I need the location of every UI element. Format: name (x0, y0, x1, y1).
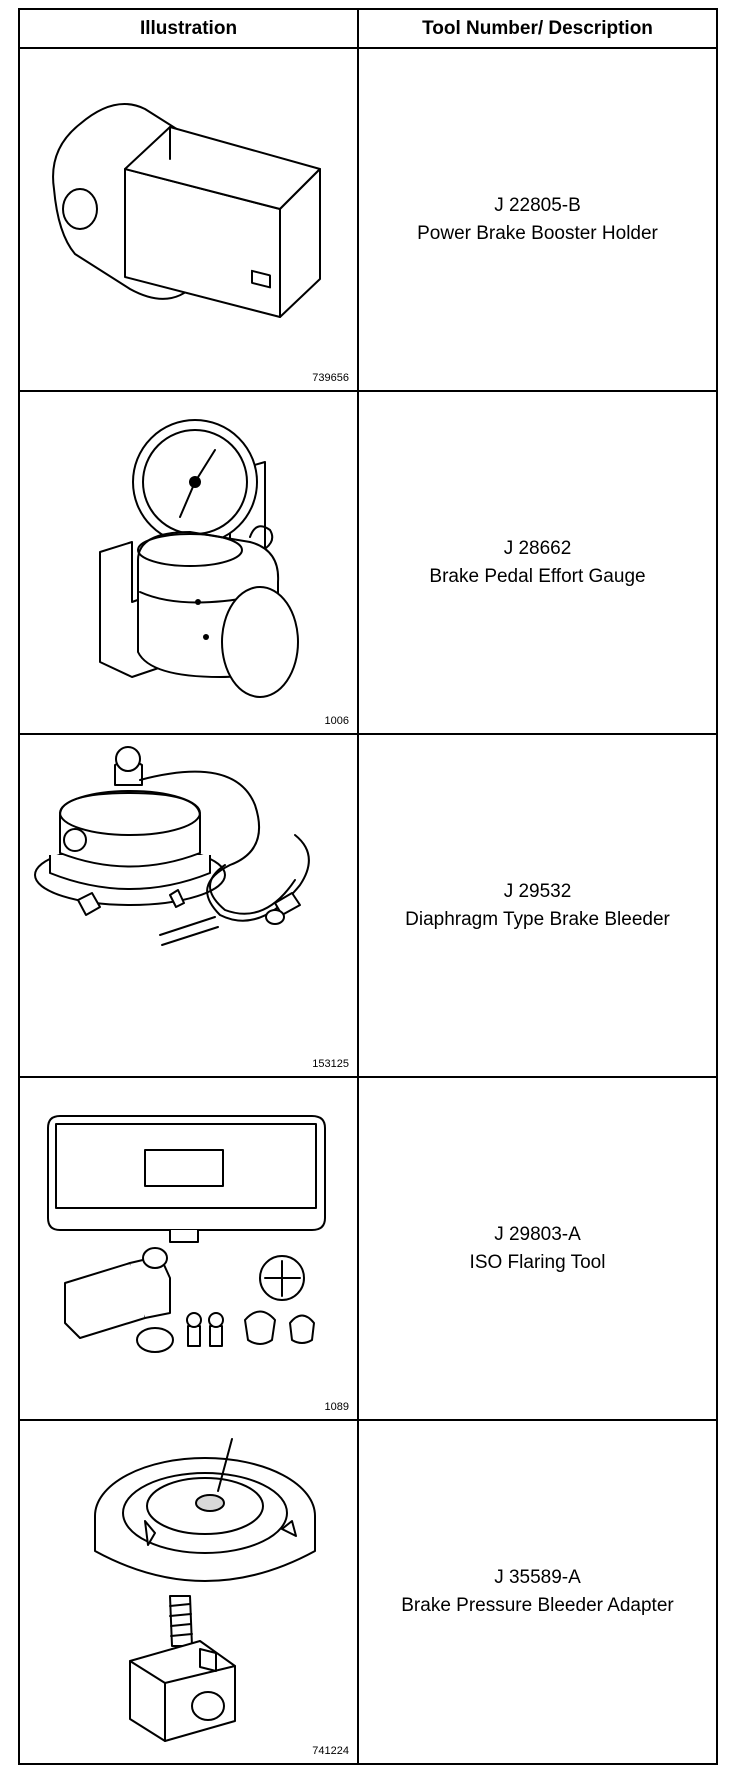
figure-number: 739656 (312, 372, 349, 384)
table-row: 741224 J 35589-A Brake Pressure Bleeder … (20, 1421, 716, 1763)
figure-number: 741224 (312, 1745, 349, 1757)
tool-description: ISO Flaring Tool (469, 1251, 606, 1273)
tool-description: Diaphragm Type Brake Bleeder (405, 908, 670, 930)
pedal-effort-gauge-illustration (99, 419, 299, 698)
tool-number: J 29532 (503, 880, 572, 902)
header-illustration: Illustration (20, 10, 359, 47)
tool-description-cell: J 22805-B Power Brake Booster Holder (359, 49, 716, 390)
tool-description-cell: J 29803-A ISO Flaring Tool (359, 1078, 716, 1419)
bleeder-adapter-illustration (94, 1438, 316, 1742)
tool-number: J 22805-B (494, 194, 581, 216)
table-header: Illustration Tool Number/ Description (20, 10, 716, 49)
tool-description: Brake Pedal Effort Gauge (429, 565, 646, 587)
table-row: 1089 J 29803-A ISO Flaring Tool (20, 1078, 716, 1421)
illustration-cell: 153125 (20, 735, 359, 1076)
illustration-cell: 1006 (20, 392, 359, 733)
tool-description-cell: J 35589-A Brake Pressure Bleeder Adapter (359, 1421, 716, 1763)
table-row: 1006 J 28662 Brake Pedal Effort Gauge (20, 392, 716, 735)
table-row: 739656 J 22805-B Power Brake Booster Hol… (20, 49, 716, 392)
tool-description-cell: J 29532 Diaphragm Type Brake Bleeder (359, 735, 716, 1076)
tool-number: J 29803-A (494, 1223, 581, 1245)
figure-number: 153125 (312, 1058, 349, 1070)
figure-number: 1089 (324, 1401, 349, 1413)
tool-number: J 35589-A (494, 1567, 581, 1588)
tool-table: Illustration Tool Number/ Description 73… (18, 8, 718, 1765)
flaring-tool-illustration (47, 1115, 326, 1353)
illustration-cell: 1089 (20, 1078, 359, 1419)
figure-number: 1006 (324, 715, 349, 727)
illustration-cell: 739656 (20, 49, 359, 390)
diaphragm-bleeder-illustration (34, 746, 310, 946)
table-row: 153125 J 29532 Diaphragm Type Brake Blee… (20, 735, 716, 1078)
tool-description: Brake Pressure Bleeder Adapter (401, 1595, 674, 1616)
tool-description: Power Brake Booster Holder (417, 222, 658, 244)
tool-description-cell: J 28662 Brake Pedal Effort Gauge (359, 392, 716, 733)
illustration-cell: 741224 (20, 1421, 359, 1763)
tool-number: J 28662 (503, 537, 572, 559)
booster-holder-illustration (52, 103, 321, 318)
header-tool-description: Tool Number/ Description (422, 17, 653, 39)
